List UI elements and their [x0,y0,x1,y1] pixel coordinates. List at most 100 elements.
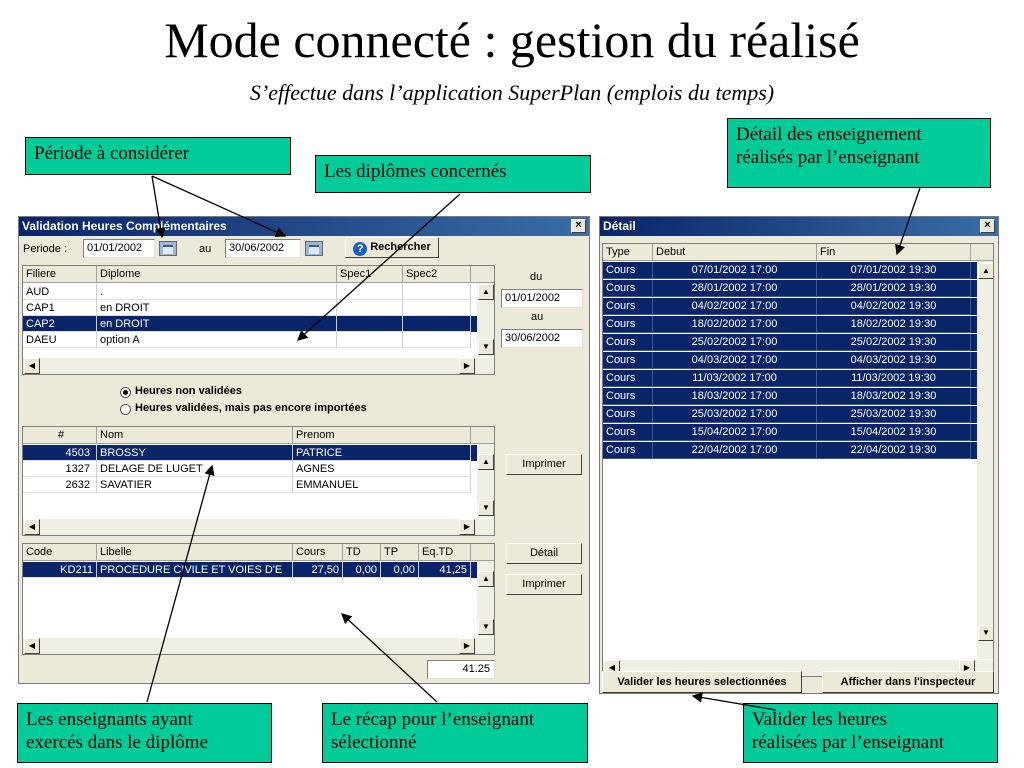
vertical-scrollbar[interactable]: ▲ ▼ [977,261,993,659]
calendar-icon[interactable] [305,241,323,256]
table-cell: Cours [603,388,653,405]
scroll-up-icon[interactable]: ▲ [478,284,494,300]
date-to-field[interactable]: 30/06/2002 [225,239,301,258]
column-header[interactable]: Nom [97,427,293,444]
table-cell: Cours [603,298,653,315]
vertical-scrollbar[interactable]: ▲ ▼ [477,561,494,637]
close-icon[interactable]: × [980,219,995,233]
scroll-right-icon[interactable]: ▶ [459,638,475,654]
column-header[interactable]: Diplome [97,266,337,283]
table-cell: 11/03/2002 19:30 [817,370,971,387]
column-header[interactable]: # [23,427,97,444]
scroll-right-icon[interactable]: ▶ [459,358,475,374]
table-row[interactable]: AUD . [23,284,477,300]
table-cell [337,316,403,332]
detail-button[interactable]: Détail [506,543,582,564]
scroll-down-icon[interactable]: ▼ [478,339,494,355]
table-row-selected[interactable]: 4503 BROSSY PATRICE [23,445,477,461]
table-row[interactable]: 2632 SAVATIER EMMANUEL [23,477,477,493]
column-header[interactable]: Debut [653,244,817,261]
table-row-selected[interactable]: KD211 PROCEDURE CIVILE ET VOIES D'E 27,5… [23,562,477,578]
validation-window: Validation Heures Complémentaires × Peri… [18,216,590,684]
scroll-left-icon[interactable]: ◀ [24,519,40,535]
arrow-diplomes [297,193,461,341]
callout-text: réalisées par l’enseignant [752,732,945,753]
table-cell: Cours [603,424,653,441]
table-cell: CAP1 [23,300,97,316]
calendar-icon[interactable] [159,241,177,256]
imprimer-button[interactable]: Imprimer [506,454,582,475]
side-date-to: 30/06/2002 [501,329,583,348]
close-icon[interactable]: × [571,219,586,233]
table-cell: 2632 [23,477,97,493]
radio-validees[interactable] [120,404,131,415]
column-header[interactable]: TD [343,544,381,561]
diplome-grid: Filiere Diplome Spec1 Spec2 AUD . CAP1 e… [22,265,495,375]
table-cell: SAVATIER [97,477,293,493]
column-header[interactable]: Eq.TD [419,544,471,561]
column-header[interactable]: Code [23,544,97,561]
scroll-up-icon[interactable]: ▲ [478,571,494,587]
table-row[interactable]: CAP1 en DROIT [23,300,477,316]
column-header[interactable]: TP [381,544,419,561]
scroll-right-icon[interactable]: ▶ [459,519,475,535]
column-header[interactable]: Prenom [293,427,471,444]
vertical-scrollbar[interactable]: ▲ ▼ [477,283,494,357]
callout-text: exercés dans le diplôme [26,732,209,753]
table-cell: AGNES [293,461,471,477]
column-header[interactable]: Filiere [23,266,97,283]
radio-non-validees-label: Heures non validées [135,385,242,397]
table-cell [403,300,471,316]
table-cell: EMMANUEL [293,477,471,493]
arrow-periode-to [151,175,287,237]
scroll-up-icon[interactable]: ▲ [978,263,993,279]
detail-window-title-bar[interactable]: Détail × [600,217,998,236]
column-header[interactable]: Spec2 [403,266,471,283]
scroll-down-icon[interactable]: ▼ [478,500,494,516]
vertical-scrollbar[interactable]: ▲ ▼ [477,444,494,518]
imprimer-recap-button[interactable]: Imprimer [506,574,582,595]
scroll-up-icon[interactable]: ▲ [478,454,494,470]
table-row-selected[interactable]: CAP2 en DROIT [23,316,477,332]
callout-text: Le récap pour l’enseignant [331,709,535,730]
scroll-left-icon[interactable]: ◀ [24,358,40,374]
date-from-field[interactable]: 01/01/2002 [83,239,155,258]
horizontal-scrollbar[interactable]: ◀ ▶ [23,358,494,374]
column-header[interactable]: Libelle [97,544,293,561]
column-header [971,244,993,261]
table-cell: Cours [603,442,653,459]
table-row[interactable]: 1327 DELAGE DE LUGET AGNES [23,461,477,477]
table-cell: 27,50 [293,562,343,578]
au-label: au [199,243,212,255]
table-cell: 28/01/2002 19:30 [817,280,971,297]
scroll-down-icon[interactable]: ▼ [978,625,993,641]
scroll-down-icon[interactable]: ▼ [478,619,494,635]
radio-non-validees[interactable] [120,387,131,398]
horizontal-scrollbar[interactable]: ◀ ▶ [23,519,494,535]
column-header[interactable]: Type [603,244,653,261]
table-row[interactable]: DAEU option A [23,332,477,348]
arrow-detail [895,187,921,256]
horizontal-scrollbar[interactable]: ◀ ▶ [23,638,494,654]
table-cell: Cours [603,334,653,351]
table-cell: 22/04/2002 19:30 [817,442,971,459]
afficher-inspecteur-button[interactable]: Afficher dans l'inspecteur [822,671,994,693]
arrow-valider [691,692,777,711]
scroll-left-icon[interactable]: ◀ [24,638,40,654]
table-cell: 04/03/2002 19:30 [817,352,971,369]
table-cell: 04/02/2002 19:30 [817,298,971,315]
column-header[interactable]: Cours [293,544,343,561]
column-header[interactable]: Fin [817,244,971,261]
